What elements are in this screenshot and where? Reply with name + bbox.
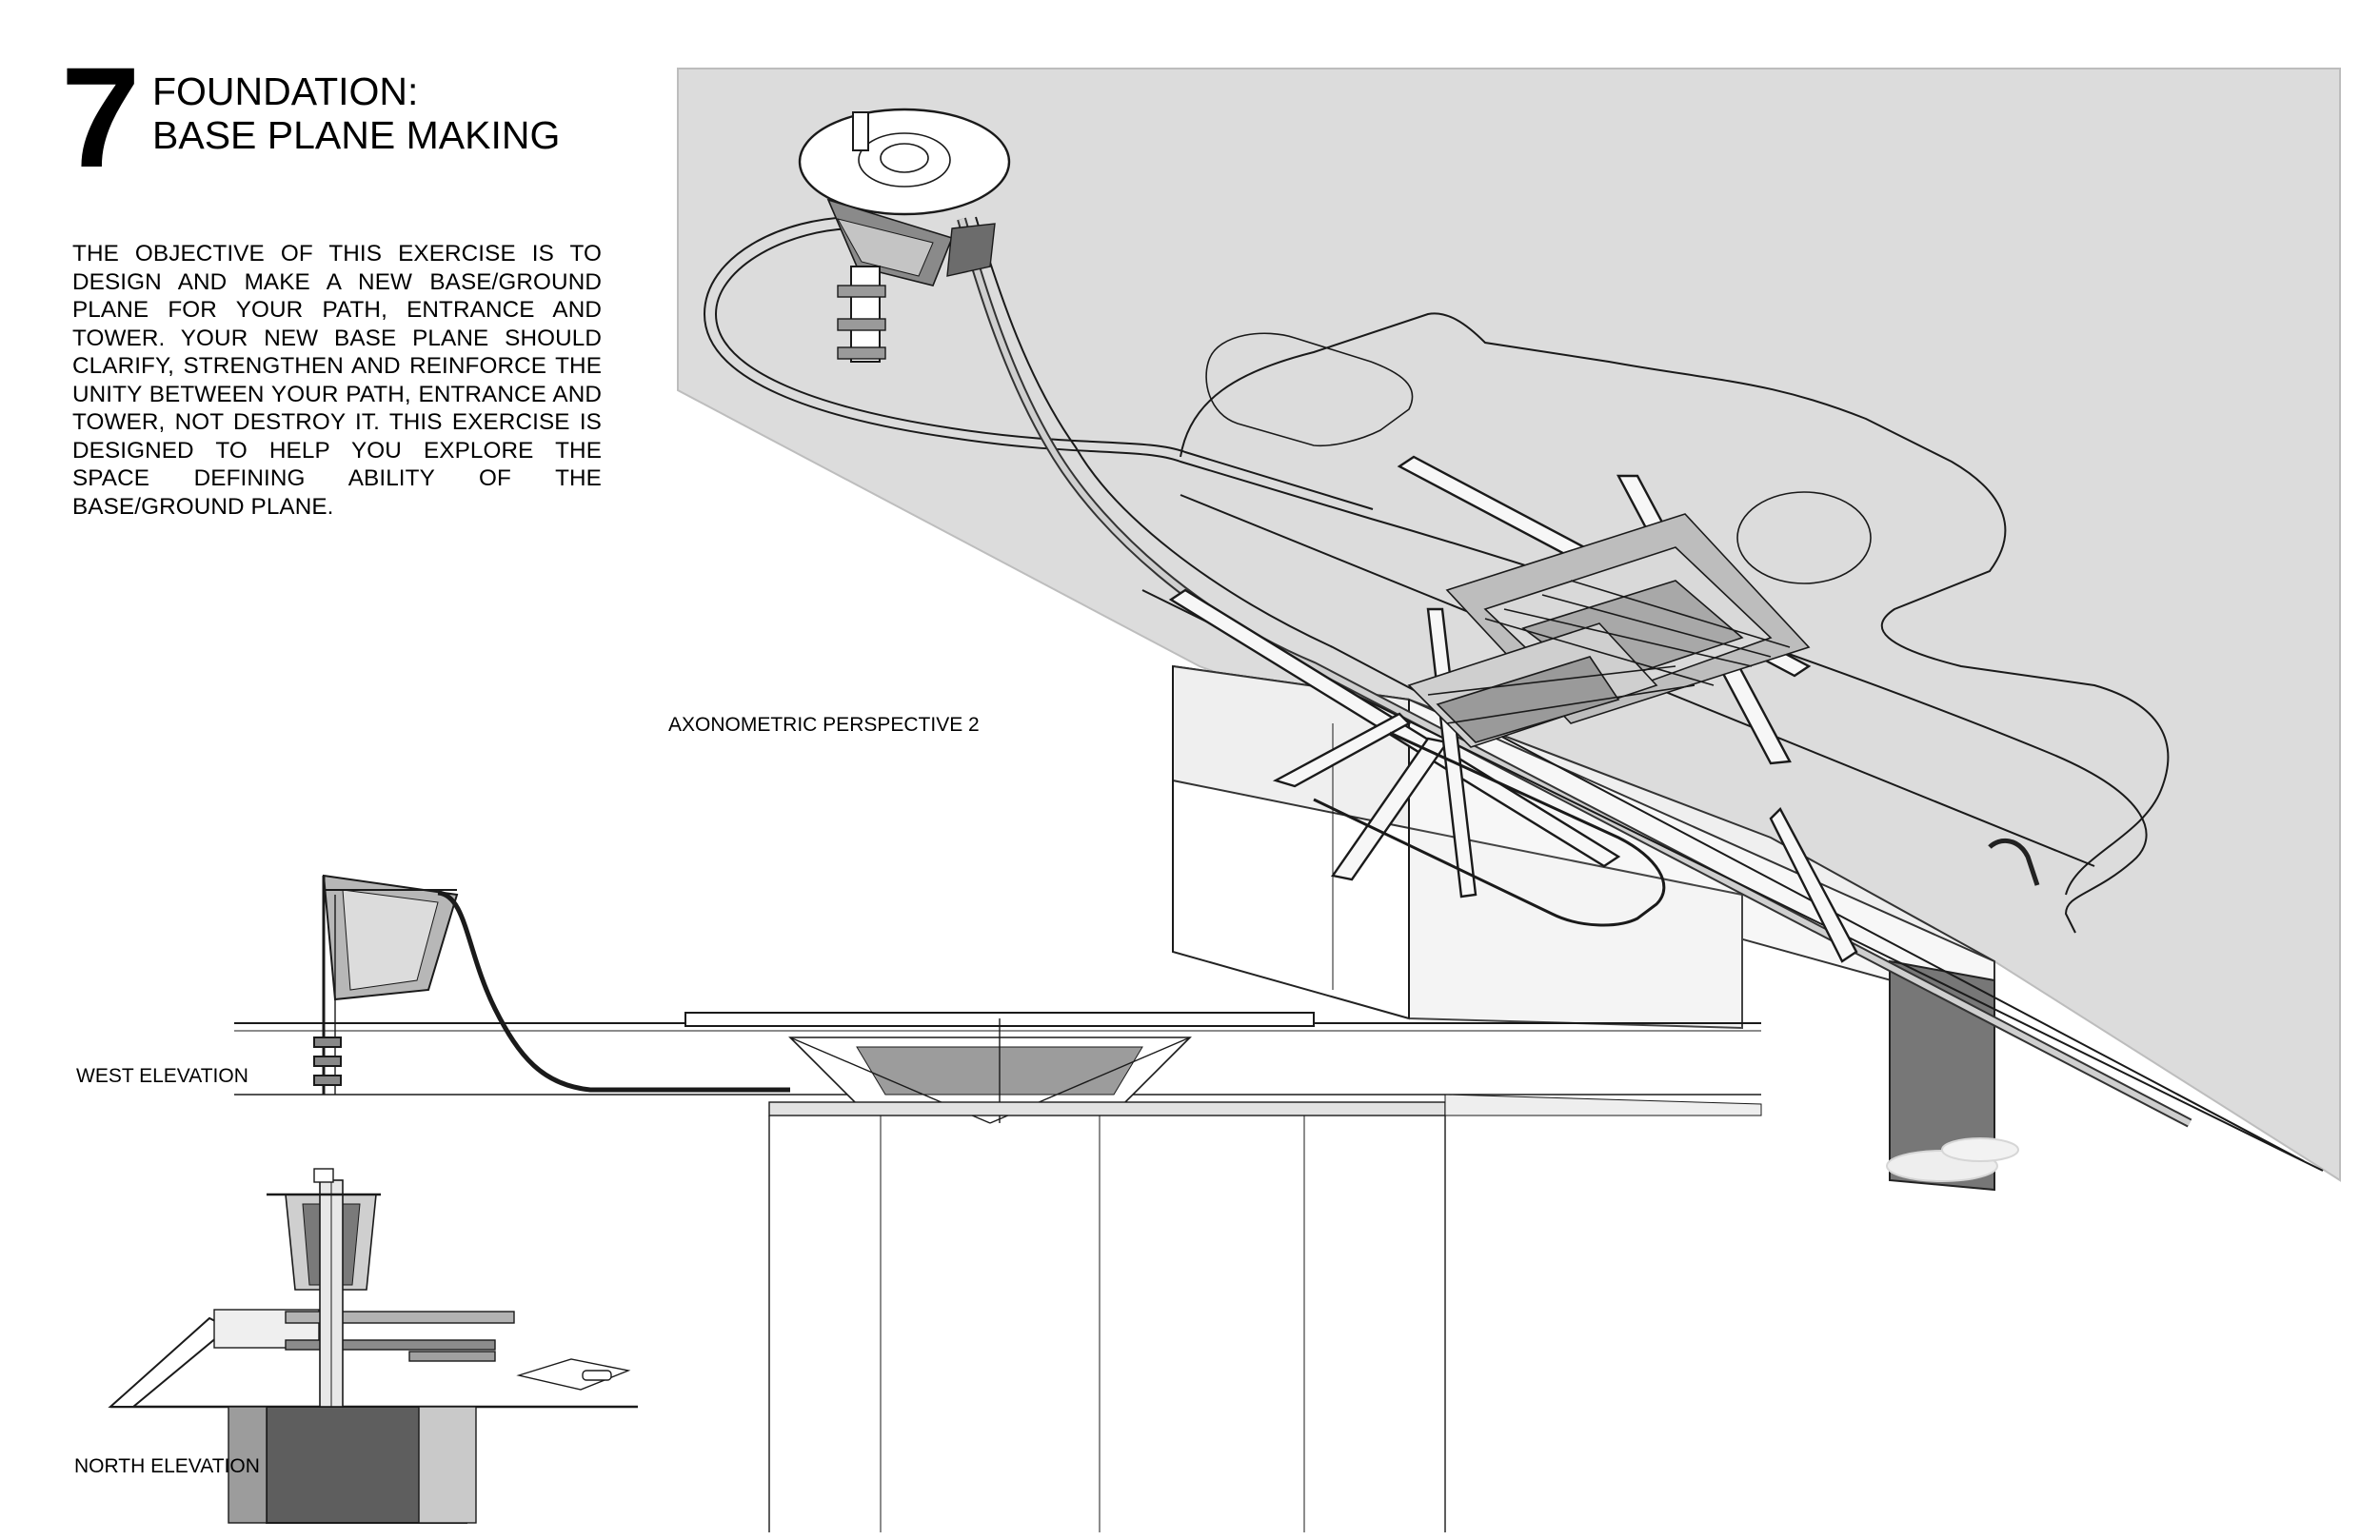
north-elevation-caption: NORTH ELEVATION (74, 1455, 260, 1477)
west-elevation-caption: WEST ELEVATION (76, 1065, 248, 1087)
objective-paragraph: THE OBJECTIVE OF THIS EXERCISE IS TO DES… (72, 241, 602, 520)
sheet-title-line-2: BASE PLANE MAKING (152, 113, 561, 157)
path-loop-right (1180, 312, 2170, 896)
tower-axonometric (798, 108, 1011, 363)
path-loop-outer (703, 216, 2148, 934)
sheet-number: 7 (61, 37, 140, 197)
sheet-title-line-1: FOUNDATION: (152, 69, 419, 113)
axonometric-caption: AXONOMETRIC PERSPECTIVE 2 (668, 714, 980, 736)
entrance-platform (1407, 513, 1811, 748)
